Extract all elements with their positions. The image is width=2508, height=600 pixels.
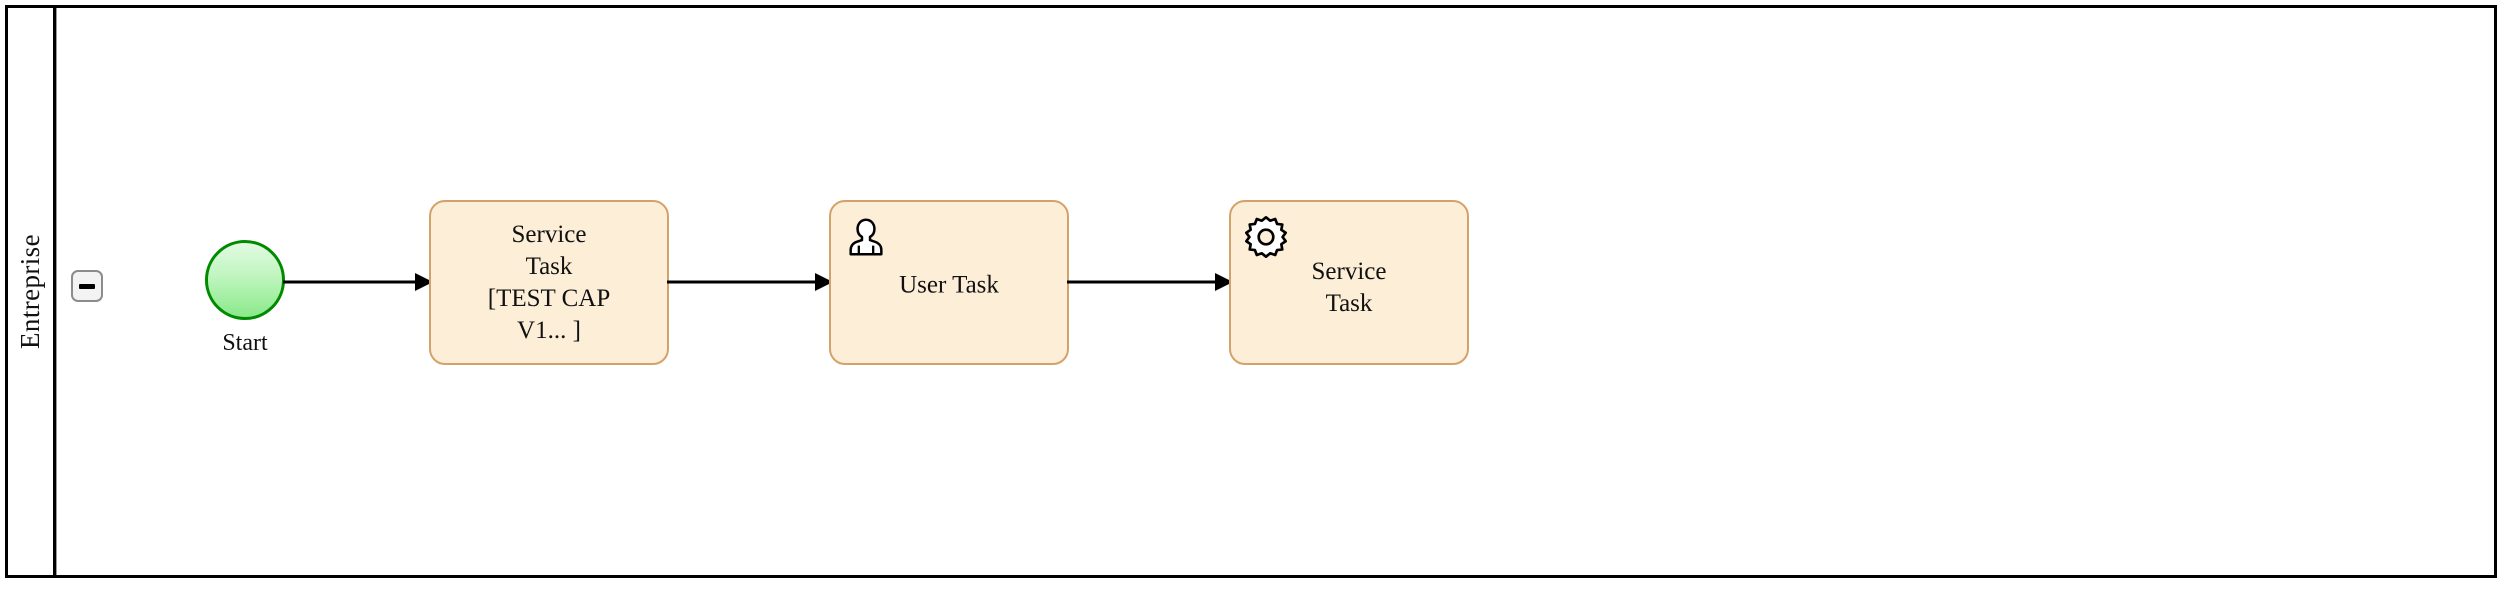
- lane-body[interactable]: Start Service Task [TEST CAP V1... ]: [56, 8, 2494, 575]
- start-event-label: Start: [222, 330, 268, 356]
- sequence-flow-2[interactable]: [667, 270, 833, 294]
- minus-icon: [79, 283, 95, 289]
- task-user[interactable]: User Task: [829, 200, 1069, 365]
- start-event[interactable]: [205, 240, 285, 320]
- sequence-flow-1[interactable]: [283, 270, 433, 294]
- task-service-test-cap[interactable]: Service Task [TEST CAP V1... ]: [429, 200, 669, 365]
- user-icon: [843, 214, 889, 260]
- collapse-lane-button[interactable]: [71, 270, 103, 302]
- task-service[interactable]: Service Task: [1229, 200, 1469, 365]
- task-label: User Task: [899, 271, 999, 299]
- shapes-layer: Start Service Task [TEST CAP V1... ]: [57, 8, 2494, 575]
- pool-entreprise[interactable]: Entreprise Start: [5, 5, 2497, 578]
- lane-title: Entreprise: [15, 234, 46, 349]
- lane-header[interactable]: Entreprise: [8, 8, 56, 575]
- sequence-flow-3[interactable]: [1067, 270, 1233, 294]
- task-label: Service Task: [1311, 257, 1387, 317]
- task-label: Service Task [TEST CAP V1... ]: [487, 220, 611, 344]
- gear-icon: [1243, 214, 1289, 260]
